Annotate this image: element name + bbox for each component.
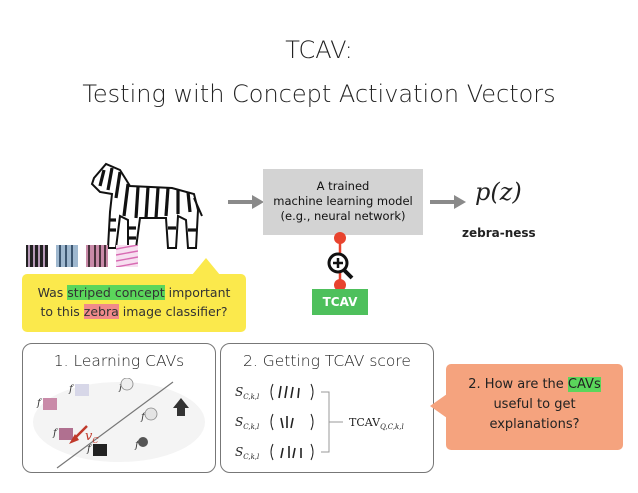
- model-line-3: (e.g., neural network): [280, 209, 406, 223]
- striped-swatch-2: [56, 245, 78, 267]
- output-arrow: [430, 195, 466, 209]
- question-line-2: useful to get: [493, 397, 576, 412]
- zebra-ness-label: zebra-ness: [462, 226, 536, 240]
- cav-vector-label: vC: [85, 429, 98, 445]
- title-line-2: Testing with Concept Activation Vectors: [82, 80, 556, 108]
- score-row-3: SC,k,l: [235, 445, 259, 461]
- svg-text:f: f: [68, 384, 75, 395]
- score-row-2: SC,k,l: [235, 415, 259, 431]
- svg-text:f: f: [52, 428, 59, 439]
- callout-line2-suffix: image classifier?: [118, 304, 228, 319]
- svg-text:f: f: [86, 444, 93, 455]
- title-line-1: TCAV:: [285, 36, 353, 64]
- striped-swatch-1: [26, 245, 48, 267]
- cav-usefulness-question: 2. How are the CAVs useful to get explan…: [430, 364, 623, 450]
- cavs-highlight: CAVs: [567, 377, 601, 392]
- question-line-1: 2. How are the CAVs: [446, 375, 623, 395]
- model-line-2: machine learning model: [273, 194, 413, 208]
- svg-text:f: f: [118, 382, 125, 393]
- panel1-title: 1. Learning CAVs: [53, 352, 185, 370]
- tcav-score-illustration: SC,k,l SC,k,l SC,k,l TCAVQ,C,k,l: [235, 383, 404, 461]
- tcav-score-panel: 2. Getting TCAV score SC,k,l SC,k,l SC,k…: [220, 343, 434, 473]
- striped-swatch-4: [116, 245, 138, 267]
- learning-cavs-panel: 1. Learning CAVs f f f f f f f vC: [22, 343, 216, 473]
- callout-prefix: Was: [37, 285, 68, 300]
- zebra-image: [90, 162, 203, 249]
- callout-pointer: [192, 258, 220, 275]
- cav-learning-illustration: f f f f f f f vC: [33, 378, 205, 469]
- question-pointer: [430, 394, 447, 418]
- striped-concept-highlight: striped concept: [67, 285, 165, 300]
- tcav-score-label: TCAVQ,C,k,l: [349, 416, 404, 431]
- output-probability: p(z): [475, 178, 522, 206]
- callout-mid: important: [164, 285, 231, 300]
- svg-text:f: f: [36, 398, 43, 409]
- callout-line-2: to this zebra image classifier?: [22, 302, 246, 321]
- score-row-1: SC,k,l: [235, 385, 259, 401]
- question-prefix: 2. How are the: [468, 377, 568, 392]
- striped-swatch-3: [86, 245, 108, 267]
- model-line-1: A trained: [316, 179, 370, 193]
- callout-line2-prefix: to this: [40, 304, 84, 319]
- svg-text:f: f: [134, 440, 141, 451]
- input-arrow: [228, 195, 264, 209]
- model-box: A trained machine learning model (e.g., …: [263, 169, 423, 235]
- callout-line-1: Was striped concept important: [22, 283, 246, 302]
- zebra-highlight: zebra: [83, 304, 119, 319]
- panel2-title: 2. Getting TCAV score: [243, 352, 411, 370]
- concept-question-callout: Was striped concept important to this ze…: [22, 258, 246, 332]
- tcav-label-box: TCAV: [312, 289, 368, 315]
- probe-magnifier-icon: [327, 232, 354, 291]
- concept-swatches: [26, 245, 138, 267]
- svg-text:f: f: [140, 412, 147, 423]
- question-line-3: explanations?: [489, 417, 580, 432]
